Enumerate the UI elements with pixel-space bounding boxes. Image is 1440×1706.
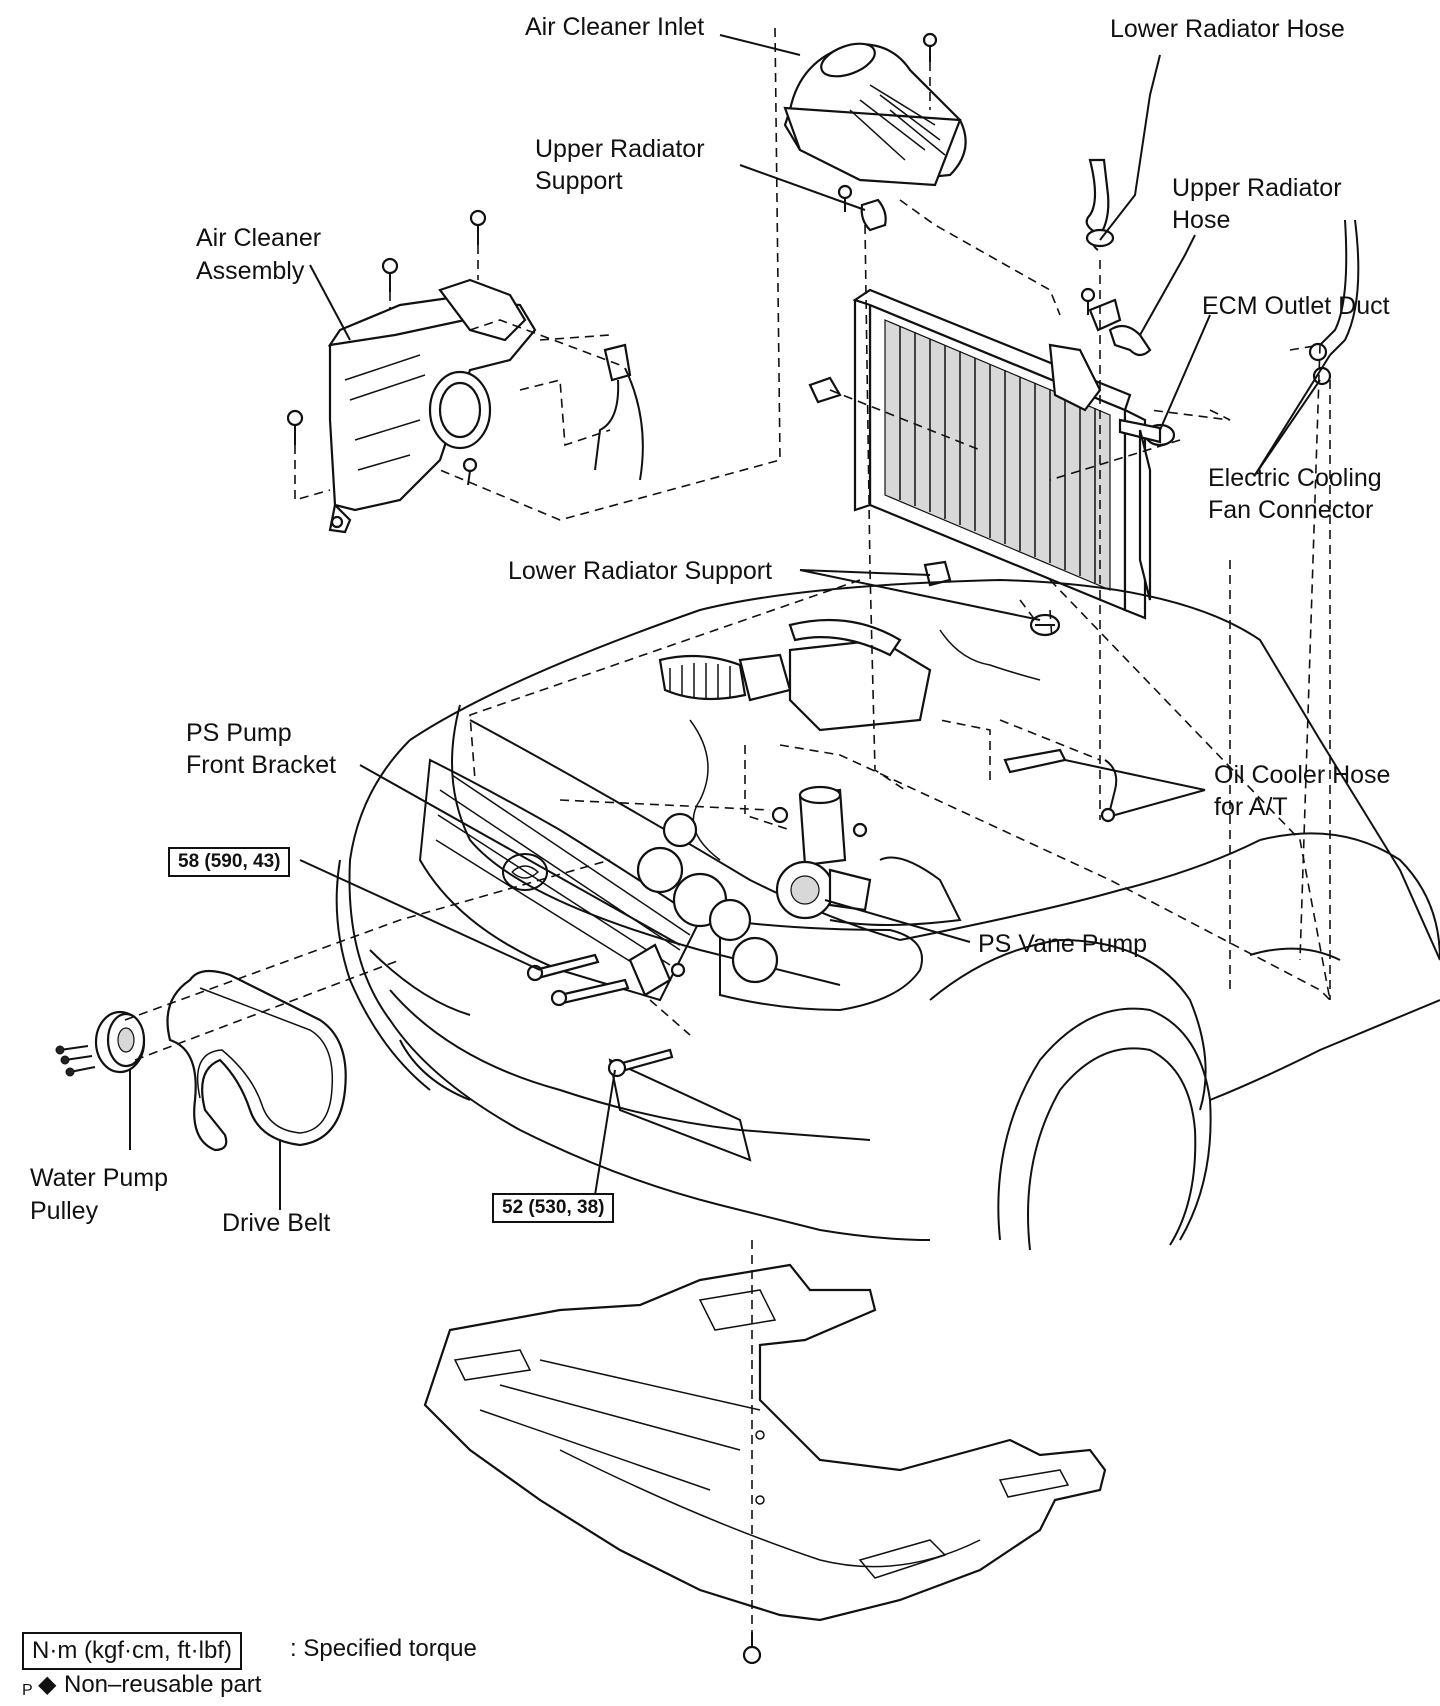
torque-spec-bracket-bolt: 58 (590, 43) [168,847,291,877]
leader-lines [129,34,1331,1210]
upper-radiator-support-part [837,184,887,232]
label-upper-radiator-hose-line2: Hose [1172,206,1231,234]
label-ps-pump-front-bracket-line2: Front Bracket [186,751,337,779]
water-pump-pulley-part [55,1010,146,1077]
assembly-dashed-lines [124,27,1331,1632]
label-lower-radiator-hose: Lower Radiator Hose [1110,15,1345,43]
engine-under-cover-part [423,1263,1107,1665]
label-lower-radiator-support: Lower Radiator Support [508,557,773,585]
legend-torque-description: : Specified torque [290,1635,477,1662]
label-water-pump-pulley-line1: Water Pump [30,1164,169,1192]
lower-radiator-hose-part [1085,158,1115,251]
label-electric-cooling-fan-connector-line1: Electric Cooling [1208,464,1382,492]
label-oil-cooler-hose-line2: for A/T [1214,793,1288,821]
label-air-cleaner-assembly-line2: Assembly [196,257,305,285]
label-ps-pump-front-bracket-line1: PS Pump [186,719,292,747]
label-ecm-outlet-duct: ECM Outlet Duct [1202,292,1390,320]
air-cleaner-inlet-part [783,32,967,187]
ps-pump-front-bracket-part [526,943,686,1078]
label-air-cleaner-inlet: Air Cleaner Inlet [525,13,705,41]
engine-parts [636,618,1118,984]
label-oil-cooler-hose-line1: Oil Cooler Hose [1214,761,1391,789]
radiator-part [808,287,1176,620]
torque-spec-lower-bolt: 52 (530, 38) [492,1193,615,1223]
label-ps-vane-pump: PS Vane Pump [978,930,1148,958]
label-electric-cooling-fan-connector-line2: Fan Connector [1208,496,1374,524]
label-upper-radiator-hose-line1: Upper Radiator [1172,174,1342,202]
legend-non-reusable-description: Non–reusable part [64,1671,262,1698]
legend-non-reusable-symbol: ◆ [38,1671,57,1698]
drive-belt-part [166,969,347,1152]
label-upper-radiator-support-line1: Upper Radiator [535,135,705,163]
label-air-cleaner-assembly-line1: Air Cleaner [196,224,322,252]
legend-corner-mark: P [22,1682,33,1699]
legend-torque-unit-box: N·m (kgf·cm, ft·lbf) [22,1632,242,1670]
label-water-pump-pulley-line2: Pulley [30,1197,99,1225]
label-upper-radiator-support-line2: Support [535,167,623,195]
label-drive-belt: Drive Belt [222,1209,331,1237]
air-cleaner-assembly-part [286,209,644,534]
